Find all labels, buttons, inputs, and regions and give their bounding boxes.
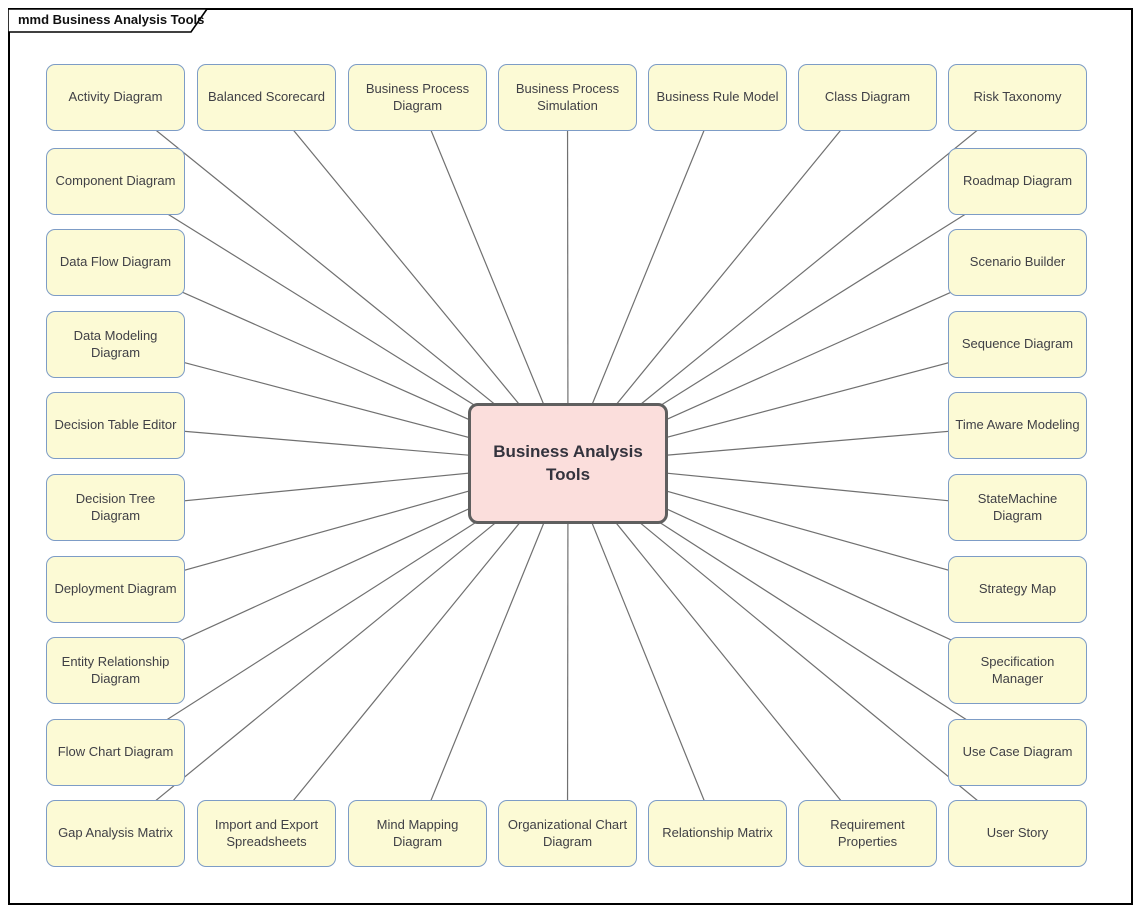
node-label: Data Modeling Diagram bbox=[73, 327, 158, 360]
node-organizational-chart-diagram[interactable]: Organizational Chart Diagram bbox=[498, 800, 637, 867]
node-label: Roadmap Diagram bbox=[962, 173, 1073, 189]
node-data-flow-diagram[interactable]: Data Flow Diagram bbox=[46, 229, 185, 296]
node-decision-tree-diagram[interactable]: Decision Tree Diagram bbox=[46, 474, 185, 541]
connector-business-process-simulation bbox=[566, 97, 569, 464]
node-use-case-diagram[interactable]: Use Case Diagram bbox=[948, 719, 1087, 786]
connector-organizational-chart-diagram bbox=[566, 463, 569, 834]
connector-user-story bbox=[567, 463, 1018, 834]
node-label: Business Rule Model bbox=[656, 89, 779, 105]
node-scenario-builder[interactable]: Scenario Builder bbox=[948, 229, 1087, 296]
node-time-aware-modeling[interactable]: Time Aware Modeling bbox=[948, 392, 1087, 459]
node-label: Entity Relationship Diagram bbox=[61, 653, 170, 686]
node-label: Gap Analysis Matrix bbox=[58, 825, 173, 841]
node-label: Decision Table Editor bbox=[54, 417, 177, 433]
connector-business-process-diagram bbox=[416, 97, 569, 464]
node-flow-chart-diagram[interactable]: Flow Chart Diagram bbox=[46, 719, 185, 786]
node-specification-manager[interactable]: Specification Manager bbox=[948, 637, 1087, 704]
node-risk-taxonomy[interactable]: Risk Taxonomy bbox=[948, 64, 1087, 131]
frame-tab-label: mmd Business Analysis Tools bbox=[18, 12, 205, 27]
node-label: Business Process Diagram bbox=[365, 80, 470, 113]
center-node-label: Business Analysis Tools bbox=[493, 442, 643, 484]
node-label: Component Diagram bbox=[55, 173, 176, 189]
node-gap-analysis-matrix[interactable]: Gap Analysis Matrix bbox=[46, 800, 185, 867]
connector-mind-mapping-diagram bbox=[416, 463, 569, 834]
frame-tab: mmd Business Analysis Tools bbox=[8, 8, 210, 34]
connector-class-diagram bbox=[567, 97, 868, 464]
connector-risk-taxonomy bbox=[567, 97, 1018, 464]
node-label: StateMachine Diagram bbox=[977, 490, 1058, 523]
node-label: Mind Mapping Diagram bbox=[376, 816, 459, 849]
connector-relationship-matrix bbox=[567, 463, 719, 834]
node-label: Organizational Chart Diagram bbox=[507, 816, 628, 849]
node-business-rule-model[interactable]: Business Rule Model bbox=[648, 64, 787, 131]
node-label: Use Case Diagram bbox=[962, 744, 1073, 760]
connector-activity-diagram bbox=[115, 97, 569, 464]
node-label: Activity Diagram bbox=[68, 89, 163, 105]
node-business-analysis-tools-center[interactable]: Business Analysis Tools bbox=[468, 403, 668, 524]
node-label: Decision Tree Diagram bbox=[75, 490, 156, 523]
node-label: Strategy Map bbox=[978, 581, 1057, 597]
node-activity-diagram[interactable]: Activity Diagram bbox=[46, 64, 185, 131]
node-user-story[interactable]: User Story bbox=[948, 800, 1087, 867]
node-statemachine-diagram[interactable]: StateMachine Diagram bbox=[948, 474, 1087, 541]
node-label: Specification Manager bbox=[980, 653, 1055, 686]
node-label: Requirement Properties bbox=[830, 816, 905, 849]
node-roadmap-diagram[interactable]: Roadmap Diagram bbox=[948, 148, 1087, 215]
connector-business-rule-model bbox=[567, 97, 719, 464]
node-decision-table-editor[interactable]: Decision Table Editor bbox=[46, 392, 185, 459]
node-class-diagram[interactable]: Class Diagram bbox=[798, 64, 937, 131]
connector-import-and-export-spreadsheets bbox=[266, 463, 569, 834]
node-label: Scenario Builder bbox=[969, 254, 1066, 270]
node-label: Relationship Matrix bbox=[662, 825, 773, 841]
node-relationship-matrix[interactable]: Relationship Matrix bbox=[648, 800, 787, 867]
node-label: Balanced Scorecard bbox=[207, 89, 326, 105]
connector-gap-analysis-matrix bbox=[115, 463, 569, 834]
node-label: Class Diagram bbox=[824, 89, 911, 105]
node-business-process-diagram[interactable]: Business Process Diagram bbox=[348, 64, 487, 131]
node-entity-relationship-diagram[interactable]: Entity Relationship Diagram bbox=[46, 637, 185, 704]
node-sequence-diagram[interactable]: Sequence Diagram bbox=[948, 311, 1087, 378]
node-label: Import and Export Spreadsheets bbox=[214, 816, 319, 849]
frame-tab-shape bbox=[8, 8, 209, 33]
node-label: User Story bbox=[986, 825, 1049, 841]
node-label: Risk Taxonomy bbox=[973, 89, 1062, 105]
node-label: Business Process Simulation bbox=[515, 80, 620, 113]
node-business-process-simulation[interactable]: Business Process Simulation bbox=[498, 64, 637, 131]
node-data-modeling-diagram[interactable]: Data Modeling Diagram bbox=[46, 311, 185, 378]
diagram-frame bbox=[8, 8, 1133, 905]
node-label: Flow Chart Diagram bbox=[57, 744, 174, 760]
node-label: Sequence Diagram bbox=[961, 336, 1074, 352]
node-label: Data Flow Diagram bbox=[59, 254, 172, 270]
node-balanced-scorecard[interactable]: Balanced Scorecard bbox=[197, 64, 336, 131]
connector-balanced-scorecard bbox=[266, 97, 569, 464]
node-label: Time Aware Modeling bbox=[955, 417, 1080, 433]
node-mind-mapping-diagram[interactable]: Mind Mapping Diagram bbox=[348, 800, 487, 867]
node-import-and-export-spreadsheets[interactable]: Import and Export Spreadsheets bbox=[197, 800, 336, 867]
node-deployment-diagram[interactable]: Deployment Diagram bbox=[46, 556, 185, 623]
node-strategy-map[interactable]: Strategy Map bbox=[948, 556, 1087, 623]
node-label: Deployment Diagram bbox=[54, 581, 177, 597]
connector-requirement-properties bbox=[567, 463, 868, 834]
node-requirement-properties[interactable]: Requirement Properties bbox=[798, 800, 937, 867]
node-component-diagram[interactable]: Component Diagram bbox=[46, 148, 185, 215]
